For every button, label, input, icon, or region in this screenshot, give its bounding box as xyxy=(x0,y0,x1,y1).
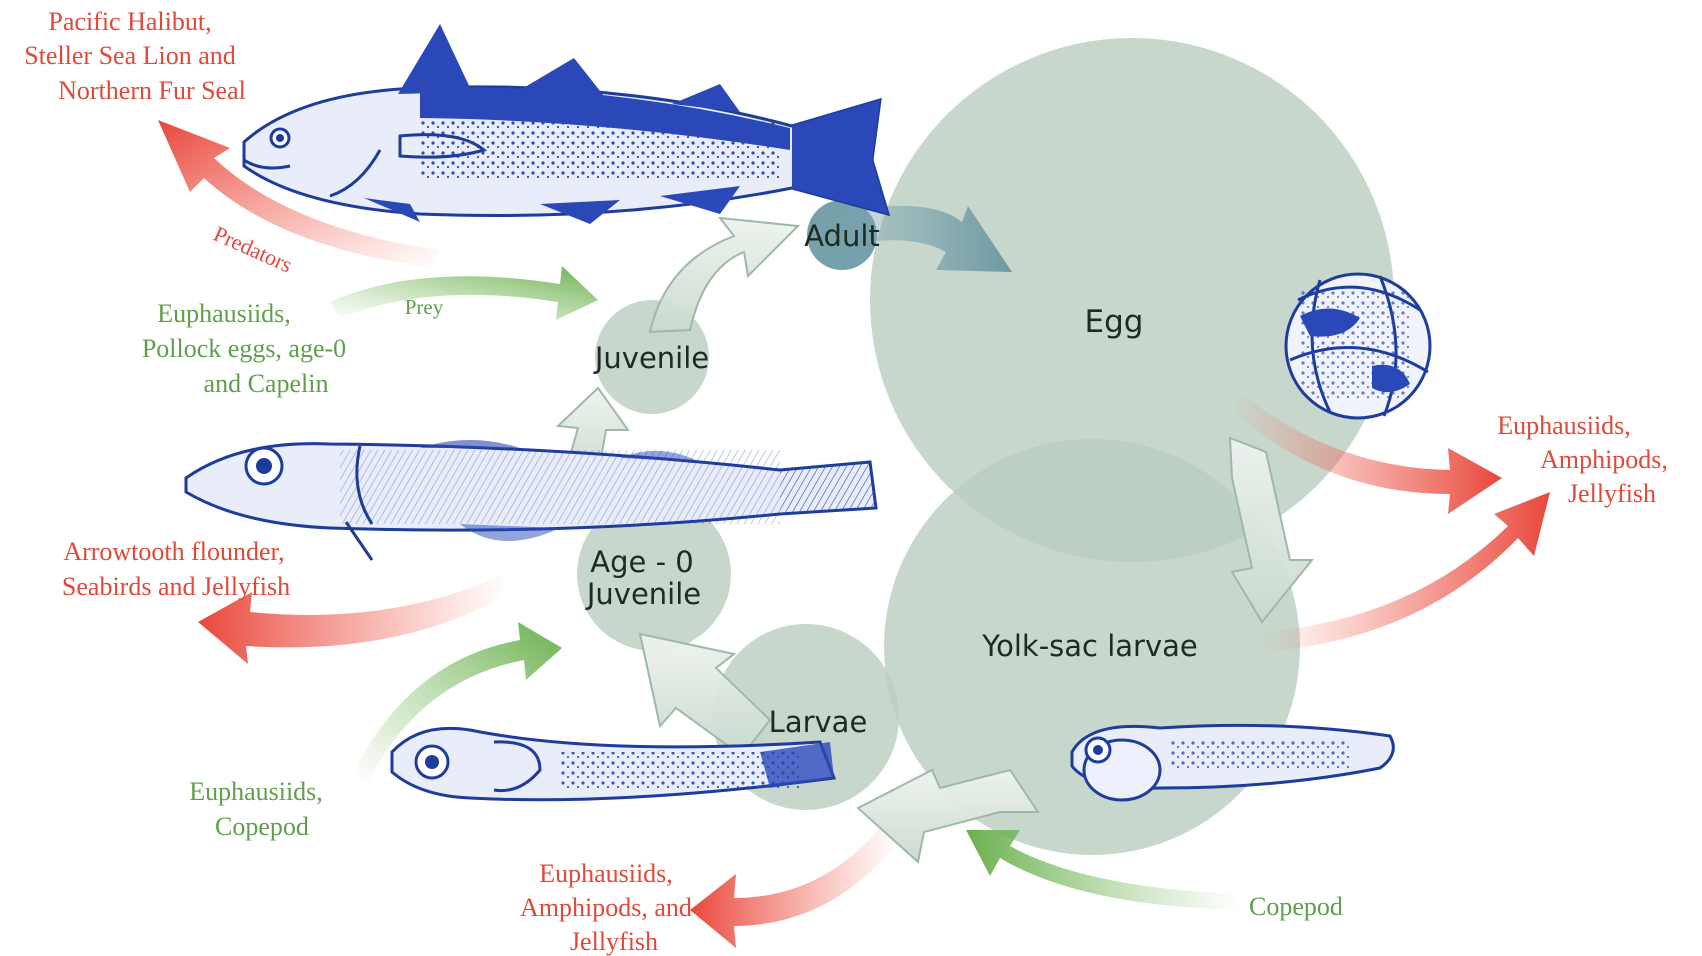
stage-label-age0-line1: Age - 0 xyxy=(590,545,693,579)
adult-pollock-illustration xyxy=(244,24,888,224)
stage-label-age0-line2: Juvenile xyxy=(585,577,701,611)
stage-label-yolk-sac-larvae: Yolk-sac larvae xyxy=(981,629,1198,663)
svg-text:Northern Fur Seal: Northern Fur Seal xyxy=(58,76,246,105)
prey-arrow-juvenile xyxy=(330,266,598,320)
svg-text:Jellyfish: Jellyfish xyxy=(1568,479,1656,508)
svg-text:Euphausiids,: Euphausiids, xyxy=(157,299,291,328)
svg-text:Jellyfish: Jellyfish xyxy=(570,927,658,956)
stage-label-larvae: Larvae xyxy=(769,705,868,739)
svg-text:Euphausiids,: Euphausiids, xyxy=(1497,411,1631,440)
predator-arrow-yolk-sac xyxy=(1262,492,1550,652)
predators-arrow-label: Predators xyxy=(210,221,296,278)
svg-text:Pacific Halibut,: Pacific Halibut, xyxy=(48,7,211,36)
svg-text:Pollock eggs, age-0: Pollock eggs, age-0 xyxy=(142,334,346,363)
svg-text:Steller Sea Lion and: Steller Sea Lion and xyxy=(24,41,236,70)
stage-label-adult: Adult xyxy=(804,219,880,253)
cycle-arrow-juvenile-to-adult xyxy=(650,218,798,332)
svg-text:Euphausiids,: Euphausiids, xyxy=(189,777,323,806)
svg-text:Copepod: Copepod xyxy=(1249,892,1343,921)
prey-text-age0: Euphausiids, Copepod xyxy=(189,777,323,841)
egg-illustration xyxy=(1286,274,1430,418)
stage-label-juvenile: Juvenile xyxy=(593,341,709,375)
svg-text:Euphausiids,: Euphausiids, xyxy=(539,859,673,888)
prey-text-larvae: Copepod xyxy=(1249,892,1343,921)
stage-label-egg: Egg xyxy=(1085,304,1144,340)
predator-text-larvae: Euphausiids, Amphipods, and Jellyfish xyxy=(520,859,692,956)
svg-text:Amphipods,: Amphipods, xyxy=(1540,445,1668,474)
prey-arrow-label: Prey xyxy=(405,295,444,319)
svg-text:Arrowtooth flounder,: Arrowtooth flounder, xyxy=(63,537,284,566)
predator-text-adult: Pacific Halibut, Steller Sea Lion and No… xyxy=(24,7,246,105)
svg-text:Seabirds and Jellyfish: Seabirds and Jellyfish xyxy=(62,572,290,601)
svg-text:and Capelin: and Capelin xyxy=(204,369,329,398)
svg-text:Copepod: Copepod xyxy=(215,812,309,841)
predator-arrow-larvae xyxy=(690,828,898,948)
age0-pollock-illustration xyxy=(186,440,876,560)
prey-text-juvenile: Euphausiids, Pollock eggs, age-0 and Cap… xyxy=(142,299,346,398)
predator-text-age0: Arrowtooth flounder, Seabirds and Jellyf… xyxy=(62,537,290,601)
predator-text-egg-yolk: Euphausiids, Amphipods, Jellyfish xyxy=(1497,411,1668,508)
svg-text:Amphipods, and: Amphipods, and xyxy=(520,893,692,922)
